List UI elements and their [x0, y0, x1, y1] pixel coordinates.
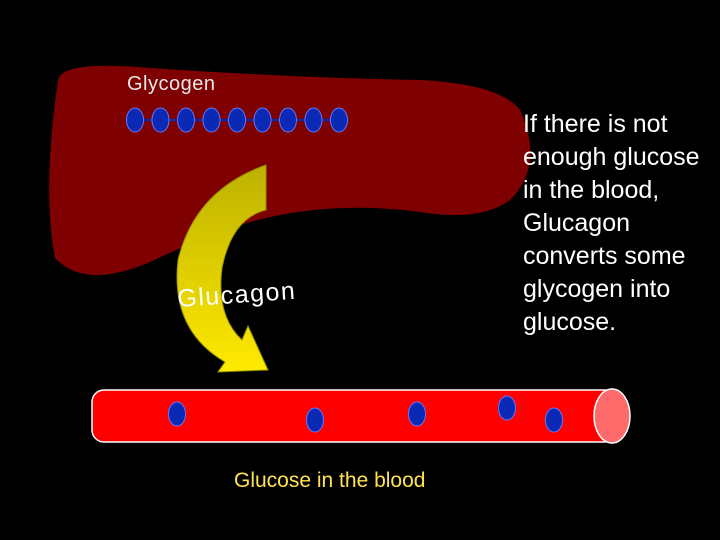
glucose-molecule	[202, 107, 221, 133]
glucose-molecule	[306, 407, 324, 433]
glucose-molecule	[498, 395, 516, 421]
blood-vessel-end	[593, 388, 631, 444]
explanation-text: If there is not enough glucose in the bl…	[523, 110, 700, 336]
blood-glucose-molecules	[168, 395, 563, 433]
glucose-molecule	[304, 107, 323, 133]
blood-label: Glucose in the blood	[234, 469, 426, 492]
glucagon-arrow	[176, 164, 269, 373]
glycogen-label: Glycogen	[127, 73, 216, 95]
glucose-molecule	[228, 107, 246, 133]
glucose-molecule	[126, 107, 144, 133]
glucose-molecule	[253, 107, 272, 133]
glucose-molecule	[330, 107, 348, 133]
glucose-molecule	[151, 107, 170, 133]
liver-shape	[49, 65, 531, 276]
glucose-molecule	[408, 401, 426, 427]
glucose-molecule	[279, 107, 297, 133]
glycogen-chain	[126, 107, 348, 133]
glucose-molecule	[168, 401, 186, 427]
glucose-molecule	[177, 107, 195, 133]
glucose-molecule	[545, 407, 563, 433]
